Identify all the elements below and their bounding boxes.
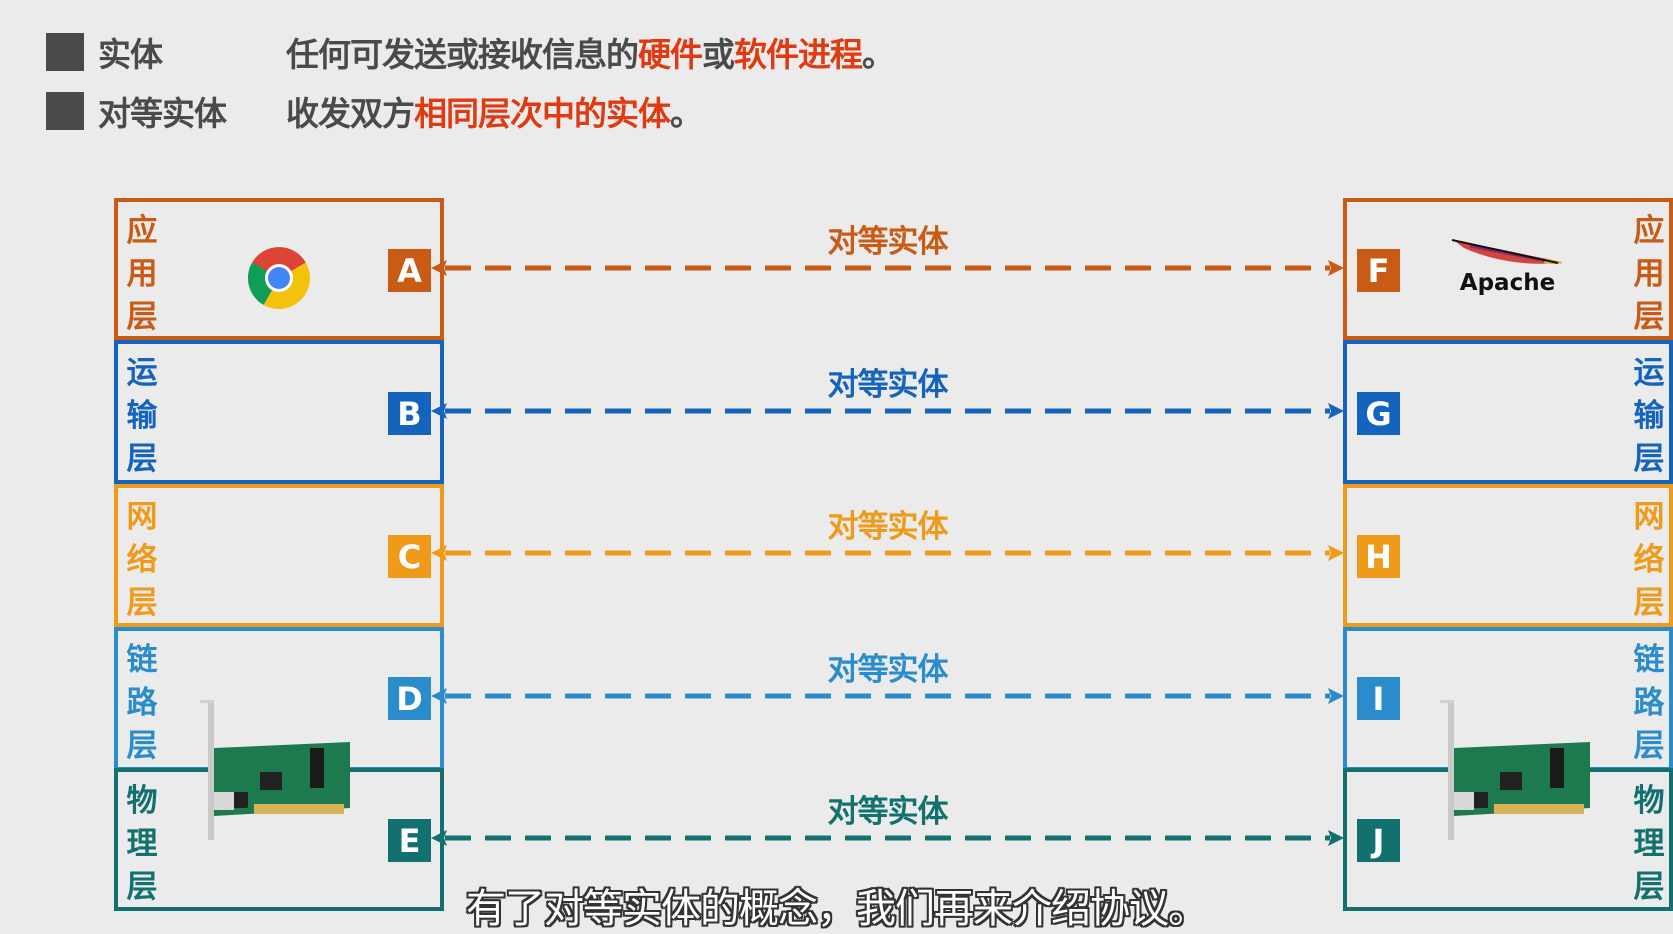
left-layer-transport: 运输层 B <box>114 340 444 484</box>
entity-i: I <box>1357 677 1400 720</box>
right-layer-transport: 运输层 G <box>1343 340 1673 484</box>
definition-term: 实体 <box>98 35 163 74</box>
video-subtitle: 有了对等实体的概念，我们再来介绍协议。 <box>466 886 1208 932</box>
definition-text: 收发双方相同层次中的实体。 <box>286 87 703 135</box>
layer-label: 链路层 <box>126 642 158 764</box>
definition-term: 对等实体 <box>98 94 227 133</box>
layer-label: 运输层 <box>126 355 158 477</box>
definition-text: 任何可发送或接收信息的硬件或软件进程。 <box>286 28 895 76</box>
entity-e: E <box>388 819 431 862</box>
peer-arrow-application: 对等实体 <box>431 224 1344 278</box>
apache-label: Apache <box>1459 270 1556 296</box>
peer-label: 对等实体 <box>827 509 949 545</box>
layer-label: 应用层 <box>1633 213 1665 335</box>
entity-a: A <box>388 249 431 292</box>
bullet-square-icon <box>46 33 84 71</box>
peer-label: 对等实体 <box>827 794 949 830</box>
entity-d: D <box>388 677 431 720</box>
definition-segment: 。 <box>670 94 703 133</box>
definition-segment: 收发双方 <box>286 94 415 133</box>
network-interface-card-image <box>1440 700 1590 840</box>
right-layer-network: 网络层 H <box>1343 484 1673 627</box>
layer-label: 物理层 <box>1633 783 1665 905</box>
chrome-browser-icon <box>248 247 310 309</box>
entity-c: C <box>388 535 431 578</box>
peer-label: 对等实体 <box>827 367 949 403</box>
peer-arrow-physical: 对等实体 <box>431 794 1344 848</box>
layer-label: 网络层 <box>126 499 158 621</box>
definition-highlight: 硬件 <box>638 35 703 74</box>
entity-f: F <box>1357 249 1400 292</box>
definition-segment: 任何可发送或接收信息的 <box>286 35 639 74</box>
definition-row-entity: 实体 任何可发送或接收信息的硬件或软件进程。 <box>46 32 895 74</box>
peer-label: 对等实体 <box>827 224 949 260</box>
entity-b: B <box>388 392 431 435</box>
peer-arrow-network: 对等实体 <box>431 509 1344 563</box>
left-layer-network: 网络层 C <box>114 484 444 627</box>
double-arrow-icon <box>431 403 1344 419</box>
feather-icon <box>1451 239 1563 265</box>
peer-arrow-link: 对等实体 <box>431 652 1344 706</box>
right-layer-application: 应用层 F <box>1343 198 1673 340</box>
peer-arrow-transport: 对等实体 <box>431 367 1344 421</box>
double-arrow-icon <box>431 545 1344 561</box>
layer-label: 运输层 <box>1633 355 1665 477</box>
peer-label: 对等实体 <box>827 652 949 688</box>
layer-label: 物理层 <box>126 783 158 905</box>
double-arrow-icon <box>431 830 1344 846</box>
definition-row-peer-entity: 对等实体 收发双方相同层次中的实体。 <box>46 91 703 133</box>
left-layer-application: 应用层 A <box>114 198 444 340</box>
layer-label: 应用层 <box>126 213 158 335</box>
layer-label: 链路层 <box>1633 642 1665 764</box>
bullet-square-icon <box>46 92 84 130</box>
definition-segment: 或 <box>702 35 735 74</box>
entity-j: J <box>1357 819 1400 862</box>
definition-highlight: 软件进程 <box>734 35 863 74</box>
entity-g: G <box>1357 392 1400 435</box>
double-arrow-icon <box>431 260 1344 276</box>
definition-highlight: 相同层次中的实体 <box>414 94 671 133</box>
entity-h: H <box>1357 535 1400 578</box>
layer-label: 网络层 <box>1633 499 1665 621</box>
double-arrow-icon <box>431 688 1344 704</box>
network-interface-card-image <box>200 700 350 840</box>
apache-feather-logo: Apache <box>1450 238 1565 300</box>
definition-segment: 。 <box>862 35 895 74</box>
